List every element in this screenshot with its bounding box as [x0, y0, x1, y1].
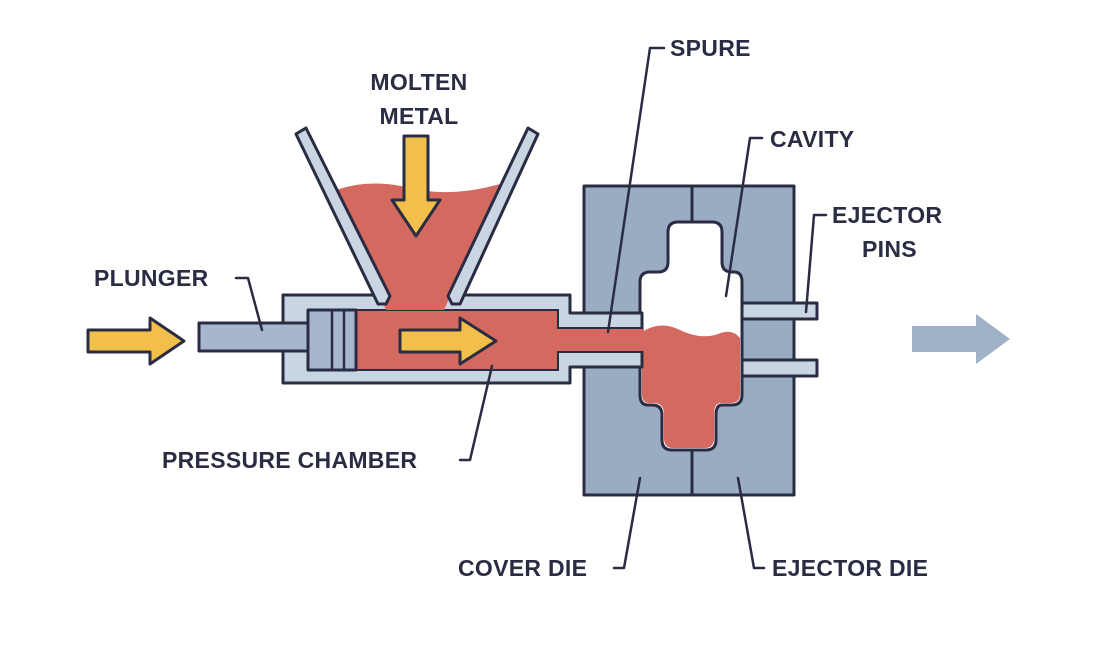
leader-lines — [234, 46, 828, 570]
pressure-chamber-molten-metal — [355, 309, 643, 371]
pour-arrow-icon — [390, 134, 442, 238]
leader-cavity — [724, 136, 764, 298]
label-ejector-pins-1: EJECTOR — [832, 202, 942, 228]
eject-arrow-icon — [912, 314, 1010, 364]
label-cavity: CAVITY — [770, 126, 854, 152]
label-molten-metal-2: METAL — [379, 103, 458, 129]
funnel-wall-right — [446, 126, 540, 306]
leader-ejector-pins — [804, 213, 828, 314]
cavity-molten-metal — [642, 325, 740, 448]
label-plunger: PLUNGER — [94, 265, 209, 291]
leader-plunger — [234, 276, 264, 332]
flow-arrow-icon — [398, 316, 498, 366]
label-pressure-chamber: PRESSURE CHAMBER — [162, 447, 417, 473]
spure-channel — [600, 329, 644, 351]
feed-arrow-icon — [86, 316, 186, 366]
die-assembly — [582, 184, 819, 497]
label-ejector-die: EJECTOR DIE — [772, 555, 928, 581]
funnel — [294, 126, 540, 310]
labels: MOLTEN METAL SPURE CAVITY EJECTOR PINS P… — [94, 35, 942, 581]
arrows — [86, 134, 1010, 366]
label-cover-die: COVER DIE — [458, 555, 587, 581]
label-molten-metal-1: MOLTEN — [370, 69, 467, 95]
leader-spure — [606, 46, 666, 334]
plunger-rod — [197, 321, 311, 353]
label-spure: SPURE — [670, 35, 751, 61]
label-ejector-pins-2: PINS — [862, 236, 917, 262]
leader-ejector-die — [736, 476, 766, 570]
funnel-wall-left — [294, 126, 392, 306]
leader-cover-die — [612, 476, 642, 570]
leader-pressure-chamber — [458, 364, 494, 462]
ejector-pin-lower — [740, 358, 819, 378]
ejector-pin-upper — [740, 301, 819, 321]
